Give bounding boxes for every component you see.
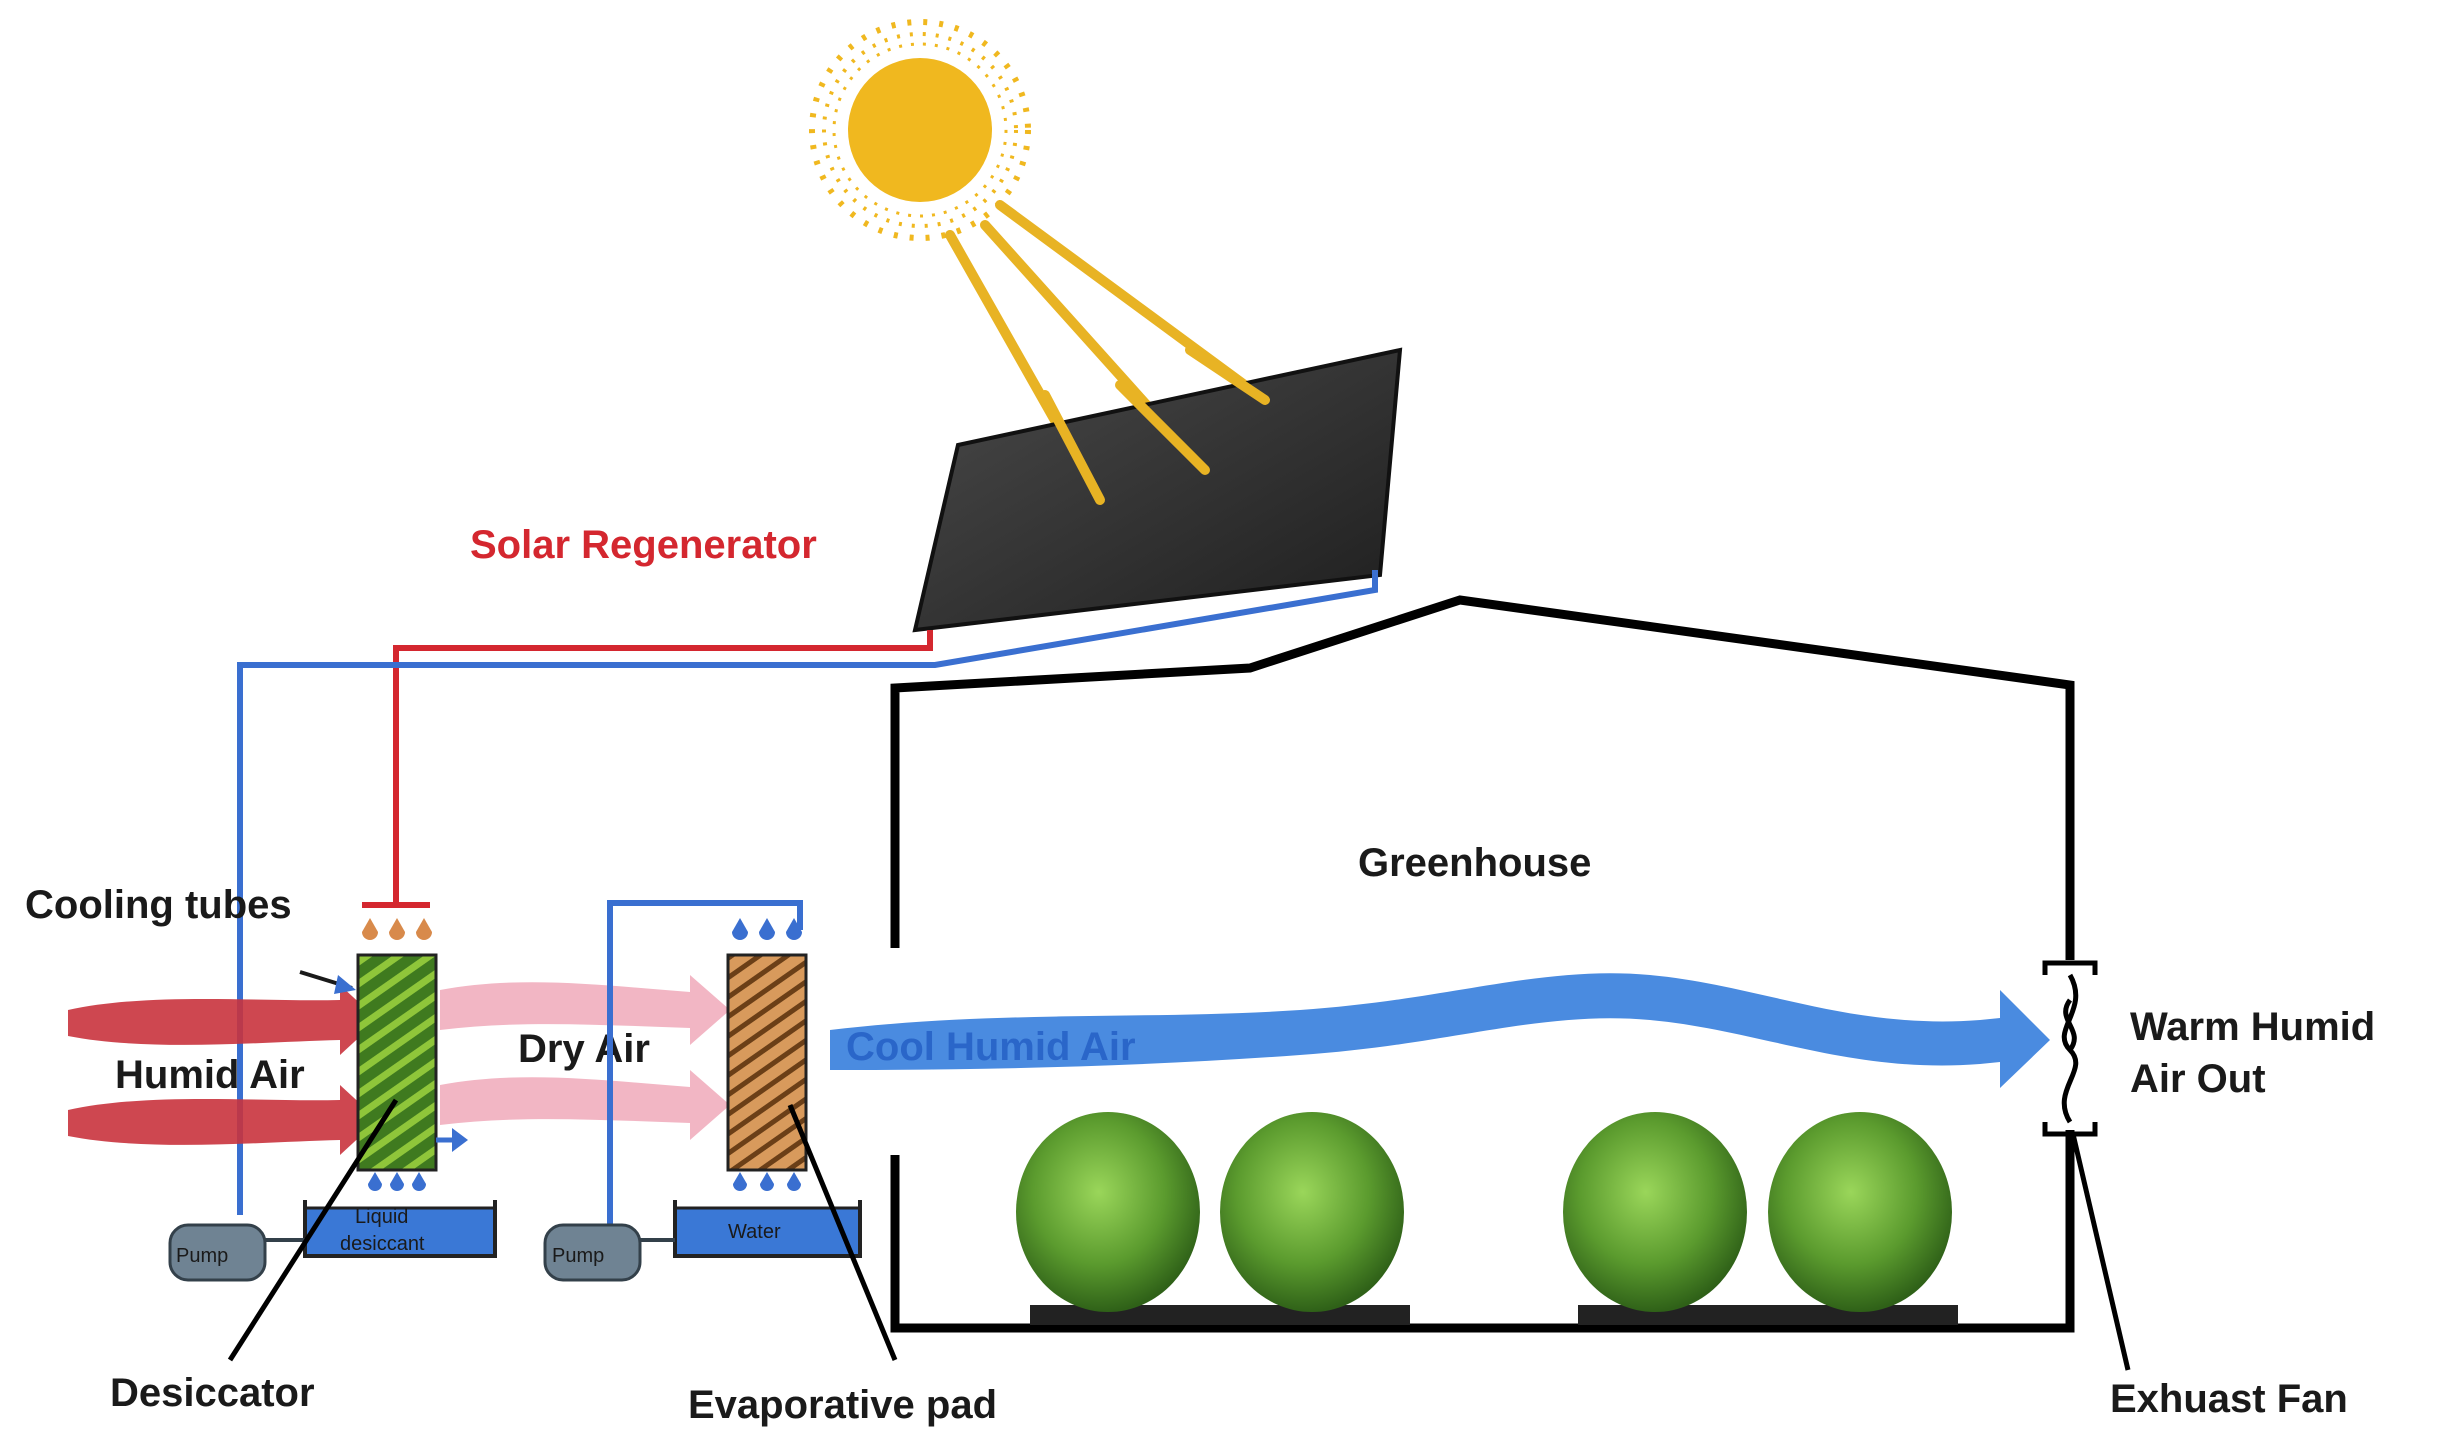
plant-icon [1016,1112,1200,1312]
plant-icon [1220,1112,1404,1312]
greenhouse-outline [890,595,2075,1333]
cooling-tubes-label: Cooling tubes [25,883,292,927]
plant-icon [1768,1112,1952,1312]
desiccator-column [299,918,468,1191]
humid-air-label: Humid Air [115,1053,305,1097]
exhaust-fan-pointer [2070,1133,2131,1371]
liquid-desiccant-tank [303,1200,497,1258]
solar-panel [912,347,1403,633]
desiccator-pointer [227,1098,399,1362]
water-label: Water [728,1221,781,1243]
cold-liquid-line [237,570,1378,1215]
solar-regenerator-label: Solar Regenerator [470,523,817,567]
humid-air-arrows [68,985,378,1155]
desiccator-label: Desiccator [110,1371,315,1415]
sun-icon [809,19,1031,241]
exhaust-fan-label: Exhuast Fan [2110,1377,2348,1421]
evaporative-pad-pointer [787,1104,898,1361]
cool-humid-air-label: Cool Humid Air [846,1025,1136,1069]
plants [1016,1112,1952,1312]
dry-air-label: Dry Air [518,1027,650,1071]
pump-1-label: Pump [176,1245,228,1267]
hot-liquid-line [393,630,933,905]
evaporative-pad [726,918,808,1191]
liquid-desiccant-label-2: desiccant [340,1233,425,1255]
dry-air-arrows [440,975,730,1140]
greenhouse-label: Greenhouse [1358,841,1591,885]
sun-rays-front [1040,345,1270,505]
warm-humid-air-out-label-2: Air Out [2130,1057,2266,1101]
cool-humid-air-arrow [830,973,2050,1088]
evaporative-pad-label: Evaporative pad [688,1383,997,1427]
pump-icon [168,1223,305,1282]
water-loop-line [607,900,803,1250]
pump-icon [543,1223,675,1282]
water-tank [673,1200,862,1258]
liquid-desiccant-label-1: Liquid [355,1206,408,1228]
plant-beds [1030,1305,1958,1325]
plant-icon [1563,1112,1747,1312]
pump-2-label: Pump [552,1245,604,1267]
warm-humid-air-out-label-1: Warm Humid [2130,1005,2375,1049]
exhaust-fan-icon [2042,960,2098,1137]
